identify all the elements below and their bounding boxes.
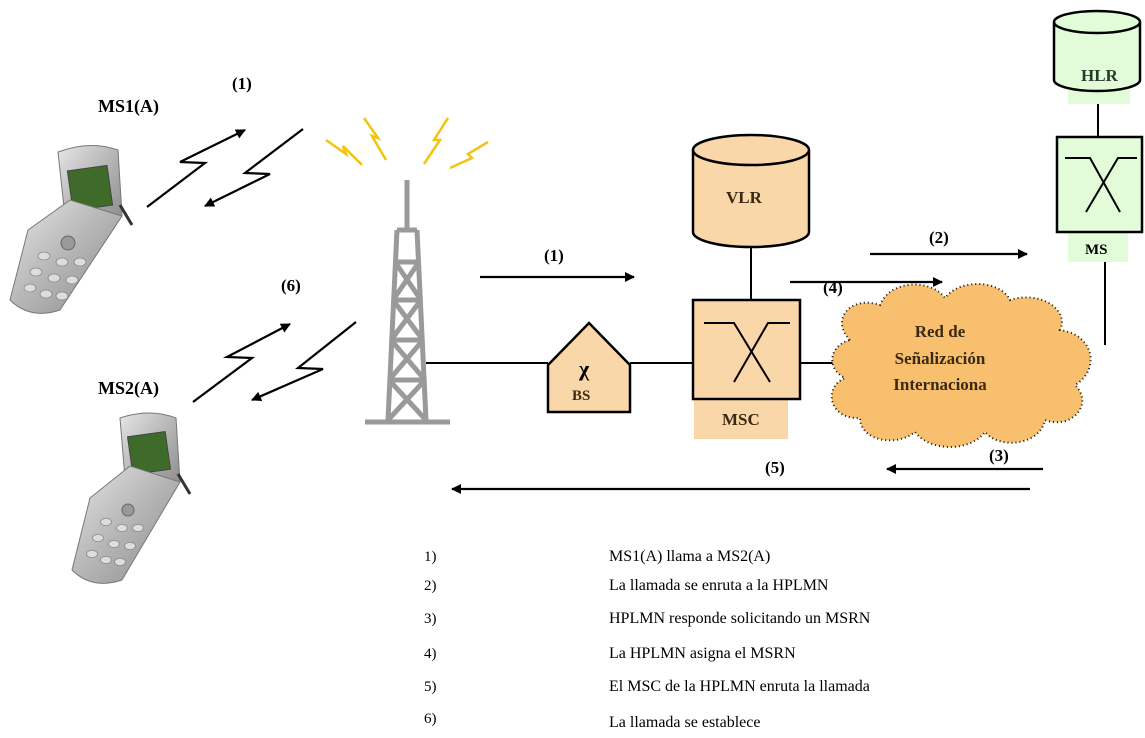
bs-label: BS [572, 388, 590, 405]
vlr-label: VLR [726, 188, 762, 208]
legend-text: La llamada se establece [609, 714, 760, 732]
legend-text: La llamada se enruta a la HPLMN [609, 577, 828, 595]
bs-symbol: χ [579, 356, 589, 382]
legend-text: La HPLMN asigna el MSRN [609, 645, 796, 663]
radio-link-ms2 [193, 322, 356, 402]
phone-ms2-icon [72, 413, 190, 583]
antenna-tower-icon [365, 180, 450, 422]
step2-label: (2) [929, 228, 949, 248]
legend-num: 2) [424, 578, 437, 595]
step3-label: (3) [989, 446, 1009, 466]
ms-switch-label: MS [1085, 242, 1108, 259]
step1-radio-label: (1) [232, 74, 252, 94]
phone-ms1-icon [10, 145, 132, 313]
legend-num: 5) [424, 679, 437, 696]
step5-label: (5) [765, 458, 785, 478]
legend-text: HPLMN responde solicitando un MSRN [609, 610, 870, 628]
cloud-line2: Señalización [840, 347, 1040, 371]
hlr-database-icon [1054, 11, 1140, 104]
legend-num: 3) [424, 611, 437, 628]
step4-label: (4) [823, 278, 843, 298]
cloud-line1: Red de [840, 320, 1040, 344]
step1-link-label: (1) [544, 246, 564, 266]
cloud-line3: Internaciona [840, 373, 1040, 397]
msc-label: MSC [722, 410, 760, 430]
hlr-label: HLR [1081, 66, 1118, 86]
ms2-label: MS2(A) [98, 378, 159, 399]
step6-radio-label: (6) [281, 276, 301, 296]
signal-lightning-icon [326, 118, 488, 168]
ms1-label: MS1(A) [98, 96, 159, 117]
legend-num: 1) [424, 549, 437, 566]
legend-num: 6) [424, 711, 437, 728]
radio-link-ms1 [147, 129, 303, 207]
legend-text: MS1(A) llama a MS2(A) [609, 548, 770, 566]
legend-num: 4) [424, 646, 437, 663]
legend-text: El MSC de la HPLMN enruta la llamada [609, 678, 870, 696]
